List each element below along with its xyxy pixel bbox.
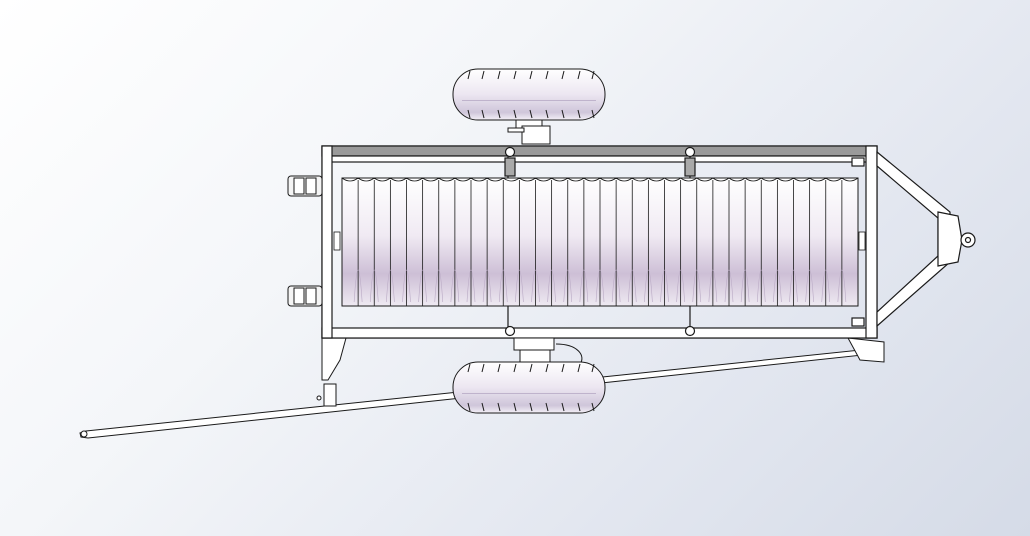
trailer-frame [321, 145, 878, 339]
tire-tread [497, 363, 501, 412]
tire-tread [529, 363, 533, 412]
drum-ridge-shade [789, 269, 798, 303]
tire-tread [545, 363, 549, 412]
tire-tread [497, 70, 501, 119]
side-jack-handles[interactable] [287, 175, 323, 307]
drum-ridge-shade [531, 269, 540, 303]
drum-ridge-shade [692, 269, 702, 303]
tire-tread [561, 70, 565, 119]
drum-ridge-shade [369, 269, 379, 303]
drum-ridge-shade [821, 269, 831, 303]
drum-ridge-shade [579, 269, 589, 303]
drum-ridge-shade [386, 269, 395, 303]
tire-tread [481, 70, 485, 119]
bottom-wheel-assembly [452, 337, 606, 414]
drum-ridge-shade [676, 269, 685, 303]
tire-tread [561, 363, 565, 412]
drum-ridge-shade [805, 269, 814, 303]
drum-ridge-shade [773, 269, 782, 303]
drum-ridge-shade [434, 269, 444, 303]
drum-ridge-shade [418, 269, 427, 303]
tire-tread [467, 363, 471, 412]
drum-ridge-shade [740, 269, 750, 303]
tire-tread [467, 70, 471, 119]
drum-ridge-shade [353, 269, 363, 303]
tire-tread [513, 70, 517, 119]
hitch-drawbar [876, 150, 976, 328]
tire-tread [577, 363, 581, 412]
drum-ridge-shade [660, 269, 669, 303]
top-tire [452, 68, 606, 121]
tire-tread [591, 363, 595, 412]
drum-ridge-shade [724, 269, 734, 303]
drum-ridge-shade [482, 269, 492, 303]
bottom-tire [452, 361, 606, 414]
drum-ridge-shade [708, 269, 718, 303]
drum-ridge-shade [466, 269, 476, 303]
drum-ridge-shade [547, 269, 556, 303]
tire-tread [577, 70, 581, 119]
drum-ridge-shade [627, 269, 637, 303]
drum-ridge-shade [611, 269, 621, 303]
drum-ridge-shade [402, 269, 411, 303]
drum-ridge-shade [756, 269, 766, 303]
tire-tread [545, 70, 549, 119]
drum-ridge-shade [837, 269, 847, 303]
tire-tread [513, 363, 517, 412]
tire-tread [481, 363, 485, 412]
drum-ridge-shade [450, 269, 460, 303]
drum-ridge-shade [644, 269, 653, 303]
drum-ridge-shade [515, 269, 524, 303]
drum-wavy-edge [341, 177, 859, 182]
tire-tread [591, 70, 595, 119]
drum-ridge-shade [498, 269, 508, 303]
tire-tread [529, 70, 533, 119]
drum-ridge-shade [595, 269, 605, 303]
corrugated-drum [333, 177, 866, 307]
drum-ridge-shade [563, 269, 573, 303]
top-wheel-assembly [452, 68, 606, 145]
